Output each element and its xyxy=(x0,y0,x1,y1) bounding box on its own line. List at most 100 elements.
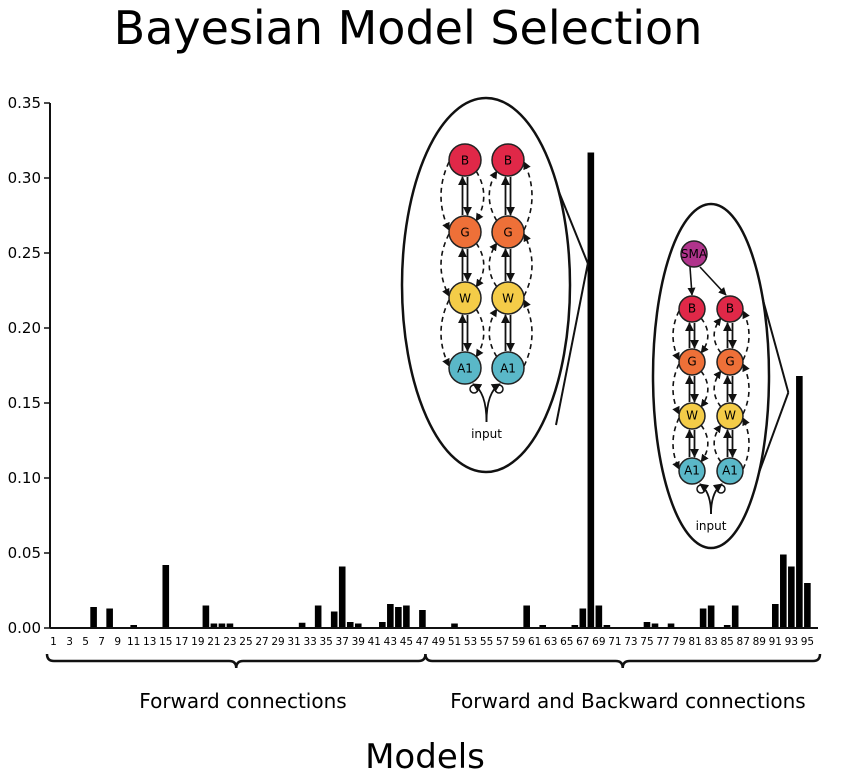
x-tick-label: 89 xyxy=(753,636,766,648)
x-tick-label: 61 xyxy=(528,636,541,648)
node-a1-right xyxy=(716,457,744,485)
lateral-connection xyxy=(700,317,709,354)
y-tick-label: 0.25 xyxy=(8,244,41,262)
bar-model-21 xyxy=(210,623,218,628)
inset-input-label: input xyxy=(471,427,502,441)
x-tick-label: 1 xyxy=(50,636,57,648)
lateral-connection xyxy=(742,363,750,415)
node-label: B xyxy=(504,153,512,167)
x-tick-label: 85 xyxy=(720,636,733,648)
bar-model-82 xyxy=(699,608,707,628)
bar-model-69 xyxy=(595,605,603,628)
y-axis: 0.000.050.100.150.200.250.300.35 xyxy=(8,94,51,637)
lateral-connection xyxy=(475,308,485,358)
node-label: W xyxy=(459,291,471,305)
lateral-connection xyxy=(672,310,680,361)
lateral-connection xyxy=(440,233,450,297)
node-b-right xyxy=(491,143,525,177)
x-tick-label: 47 xyxy=(416,636,429,648)
inset-connector-bottom xyxy=(555,263,589,426)
y-tick-label: 0.30 xyxy=(8,169,41,187)
inset-input-label: input xyxy=(696,519,727,533)
x-tick-label: 95 xyxy=(801,636,814,648)
node-label: G xyxy=(725,355,734,369)
node-label: W xyxy=(686,409,698,423)
chart-title: Bayesian Model Selection xyxy=(114,1,703,55)
bar-model-11 xyxy=(130,625,137,628)
bar-model-83 xyxy=(707,605,715,628)
bar-model-20 xyxy=(202,605,210,628)
node-label: SMA xyxy=(681,247,708,261)
lateral-connection xyxy=(742,310,750,361)
y-tick-label: 0.20 xyxy=(8,319,41,337)
node-w-left xyxy=(678,402,706,430)
bar-model-36 xyxy=(330,611,338,628)
node-a1-left xyxy=(678,457,706,485)
x-tick-label: 79 xyxy=(672,636,685,648)
x-tick-label: 43 xyxy=(384,636,397,648)
x-tick-label: 51 xyxy=(448,636,461,648)
x-tick-label: 41 xyxy=(368,636,381,648)
bar-series xyxy=(50,152,811,628)
group-brace-1 xyxy=(45,653,427,669)
bar-model-42 xyxy=(379,622,386,628)
self-connection xyxy=(716,484,726,494)
x-tick-label: 33 xyxy=(303,636,316,648)
sma-connection xyxy=(687,266,696,296)
x-tick-label: 87 xyxy=(737,636,750,648)
lateral-connection xyxy=(742,417,750,470)
bar-model-44 xyxy=(395,607,402,628)
node-w-right xyxy=(491,281,525,315)
self-connection xyxy=(469,384,479,394)
bar-model-23 xyxy=(226,623,234,628)
y-tick-label: 0.35 xyxy=(8,94,41,112)
x-tick-label: 63 xyxy=(544,636,557,648)
x-tick-label: 83 xyxy=(704,636,717,648)
bar-model-8 xyxy=(106,608,113,628)
x-tick-label: 3 xyxy=(66,636,73,648)
lateral-connection xyxy=(713,424,722,463)
node-label: G xyxy=(503,225,512,239)
x-tick-label: 73 xyxy=(624,636,637,648)
lateral-connection xyxy=(488,170,498,222)
x-tick-label: 23 xyxy=(223,636,236,648)
x-tick-label: 45 xyxy=(400,636,413,648)
bar-model-34 xyxy=(314,605,322,628)
bar-model-32 xyxy=(298,622,306,628)
lateral-connection xyxy=(713,370,722,408)
bar-model-37 xyxy=(338,566,346,628)
bar-model-68 xyxy=(587,152,595,628)
node-w-left xyxy=(448,281,482,315)
group-brace-2 xyxy=(424,653,822,669)
lateral-connection xyxy=(523,233,533,297)
x-tick-label: 49 xyxy=(432,636,445,648)
x-tick-label: 31 xyxy=(287,636,300,648)
x-tick-label: 21 xyxy=(207,636,220,648)
bar-model-66 xyxy=(571,625,579,628)
x-tick-label: 91 xyxy=(769,636,782,648)
node-w-right xyxy=(716,402,744,430)
node-g-left xyxy=(678,348,706,376)
bar-model-70 xyxy=(603,625,611,628)
bar-model-62 xyxy=(539,625,547,628)
node-label: G xyxy=(687,355,696,369)
y-tick-label: 0.10 xyxy=(8,469,41,487)
node-label: G xyxy=(460,225,469,239)
x-tick-label: 15 xyxy=(159,636,172,648)
lateral-connection xyxy=(672,363,680,415)
x-tick-label: 9 xyxy=(114,636,121,648)
x-tick-label: 93 xyxy=(785,636,798,648)
x-tick-label: 75 xyxy=(640,636,653,648)
bar-model-93 xyxy=(788,566,795,628)
bar-model-85 xyxy=(723,625,731,628)
bar-model-86 xyxy=(731,605,739,628)
node-label: B xyxy=(688,302,696,316)
lateral-connection xyxy=(475,242,485,288)
node-label: W xyxy=(724,409,736,423)
node-label: B xyxy=(726,302,734,316)
bar-model-60 xyxy=(523,605,530,628)
